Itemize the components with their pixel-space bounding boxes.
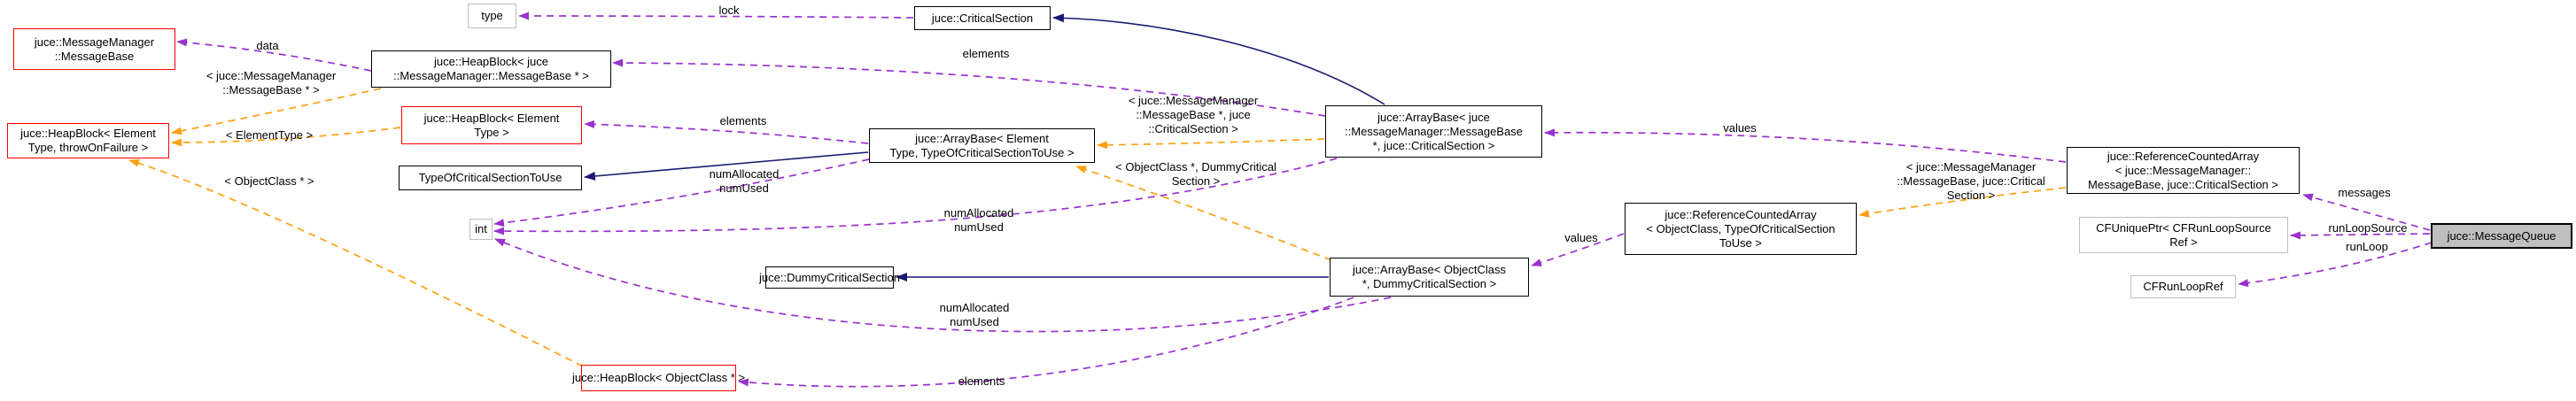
node-cfrunloopref: CFRunLoopRef	[2130, 275, 2236, 298]
edge-template-refcounted	[1858, 187, 2067, 218]
edge-label-elements-bottom: elements	[958, 374, 1005, 388]
node-messagequeue: juce::MessageQueue	[2431, 223, 2572, 249]
node-arraybase-messagebase[interactable]: juce::ArrayBase< juce::MessageManager::M…	[1325, 105, 1542, 158]
edge-runloopsource	[2290, 231, 2431, 240]
edge-label-runloopsource: runLoopSource	[2328, 221, 2408, 235]
node-type: type	[468, 4, 516, 28]
edge-label-template-messagebase-ptr: < juce::MessageManager::MessageBase * >	[206, 69, 337, 96]
edge-inherit-tocstu	[584, 151, 869, 181]
edge-elements-top	[612, 58, 1326, 117]
node-referencecountedarray-messagebase[interactable]: juce::ReferenceCountedArray< juce::Messa…	[2067, 147, 2300, 194]
edge-template-mb-cs	[1097, 138, 1325, 150]
node-int: int	[469, 219, 493, 240]
node-arraybase-objectclass[interactable]: juce::ArrayBase< ObjectClass*, DummyCrit…	[1330, 258, 1529, 297]
edge-messages	[2302, 193, 2431, 231]
edge-template-elementtype	[171, 127, 401, 147]
edge-template-obj-dummy	[1075, 166, 1332, 261]
edge-inherit-criticalsection	[1052, 13, 1385, 105]
edge-label-elements-mid: elements	[719, 114, 767, 127]
edge-num-mid	[493, 158, 870, 227]
edge-label-values-top: values	[1723, 121, 1757, 135]
node-criticalsection[interactable]: juce::CriticalSection	[914, 6, 1051, 30]
edge-label-template-mb-cs: < juce::MessageManager::MessageBase *, j…	[1128, 94, 1259, 135]
edge-label-data: data	[256, 39, 279, 52]
node-typeofcriticalsectiontouse[interactable]: TypeOfCriticalSectionToUse	[399, 166, 582, 190]
edge-label-values-bottom: values	[1564, 231, 1598, 244]
edge-elements-mid	[584, 120, 869, 144]
edge-num-bottom2	[494, 238, 1392, 333]
node-messagemanager-messagebase[interactable]: juce::MessageManager::MessageBase	[13, 28, 175, 70]
edge-elements-bottom	[738, 297, 1354, 388]
edge-label-template-objectclass-ptr: < ObjectClass * >	[224, 174, 314, 188]
edge-lock	[518, 12, 914, 20]
edge-label-runloop: runLoop	[2346, 240, 2388, 253]
edge-label-template-mb-cs-ref: < juce::MessageManager::MessageBase, juc…	[1897, 160, 2045, 202]
edge-num-bottom1	[493, 158, 1338, 235]
node-heapblock-objectclass[interactable]: juce::HeapBlock< ObjectClass * >	[572, 365, 745, 391]
edge-values-top	[1544, 128, 2067, 163]
node-referencecountedarray-objectclass[interactable]: juce::ReferenceCountedArray< ObjectClass…	[1625, 203, 1857, 255]
node-heapblock-messagebase[interactable]: juce::HeapBlock< juce::MessageManager::M…	[371, 50, 611, 88]
node-dummycriticalsection[interactable]: juce::DummyCriticalSection	[759, 266, 900, 289]
edge-label-elements-top: elements	[962, 47, 1010, 60]
edge-template-messagebase-ptr	[171, 88, 382, 135]
edge-label-messages: messages	[2338, 186, 2391, 199]
edge-label-lock: lock	[718, 4, 740, 17]
edge-template-objectclass-ptr	[128, 158, 584, 367]
edge-label-template-elementtype: < ElementType >	[225, 128, 314, 142]
